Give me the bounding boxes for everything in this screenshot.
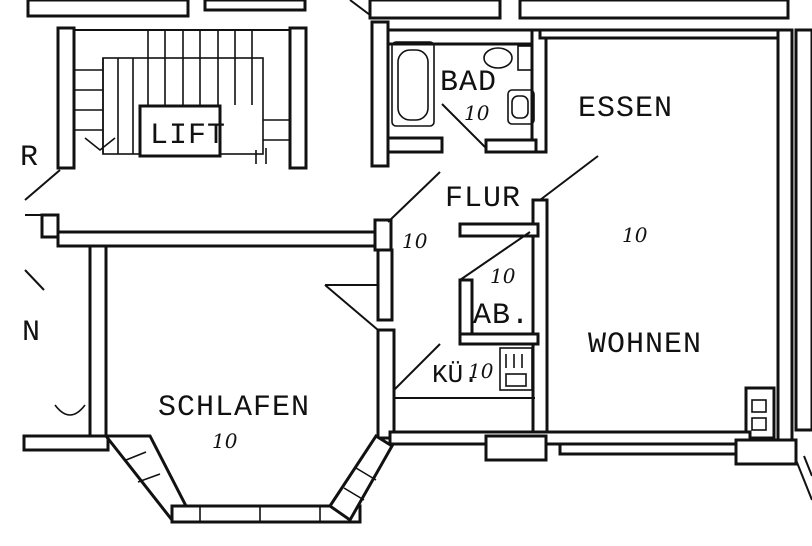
kitchen bbox=[376, 328, 535, 440]
room-note-flur: 10 bbox=[402, 229, 428, 253]
bathroom bbox=[370, 20, 548, 168]
room-note-schlafen: 10 bbox=[212, 429, 238, 453]
top-walls bbox=[26, 0, 790, 20]
room-label-schlafen: SCHLAFEN bbox=[158, 391, 310, 425]
room-note-ab: 10 bbox=[490, 264, 516, 288]
room-label-lift: LIFT bbox=[150, 119, 226, 153]
storage-room bbox=[458, 222, 540, 346]
bedroom bbox=[22, 250, 798, 524]
room-label-wohnen: WOHNEN bbox=[588, 328, 702, 362]
room-label-flur: FLUR bbox=[445, 182, 521, 216]
room-label-bad: BAD bbox=[440, 66, 497, 100]
room-label-essen: ESSEN bbox=[578, 92, 673, 126]
edge-label-top: R bbox=[20, 141, 39, 175]
room-note-essen: 10 bbox=[622, 223, 648, 247]
room-note-kueche: 10 bbox=[468, 359, 494, 383]
living-block bbox=[531, 28, 812, 501]
room-label-ab: AB. bbox=[473, 299, 530, 333]
room-note-bad: 10 bbox=[464, 101, 490, 125]
stairwell bbox=[56, 26, 308, 170]
edge-label-mid: N bbox=[22, 316, 41, 350]
room-label-kueche: KÜ. bbox=[432, 360, 479, 390]
